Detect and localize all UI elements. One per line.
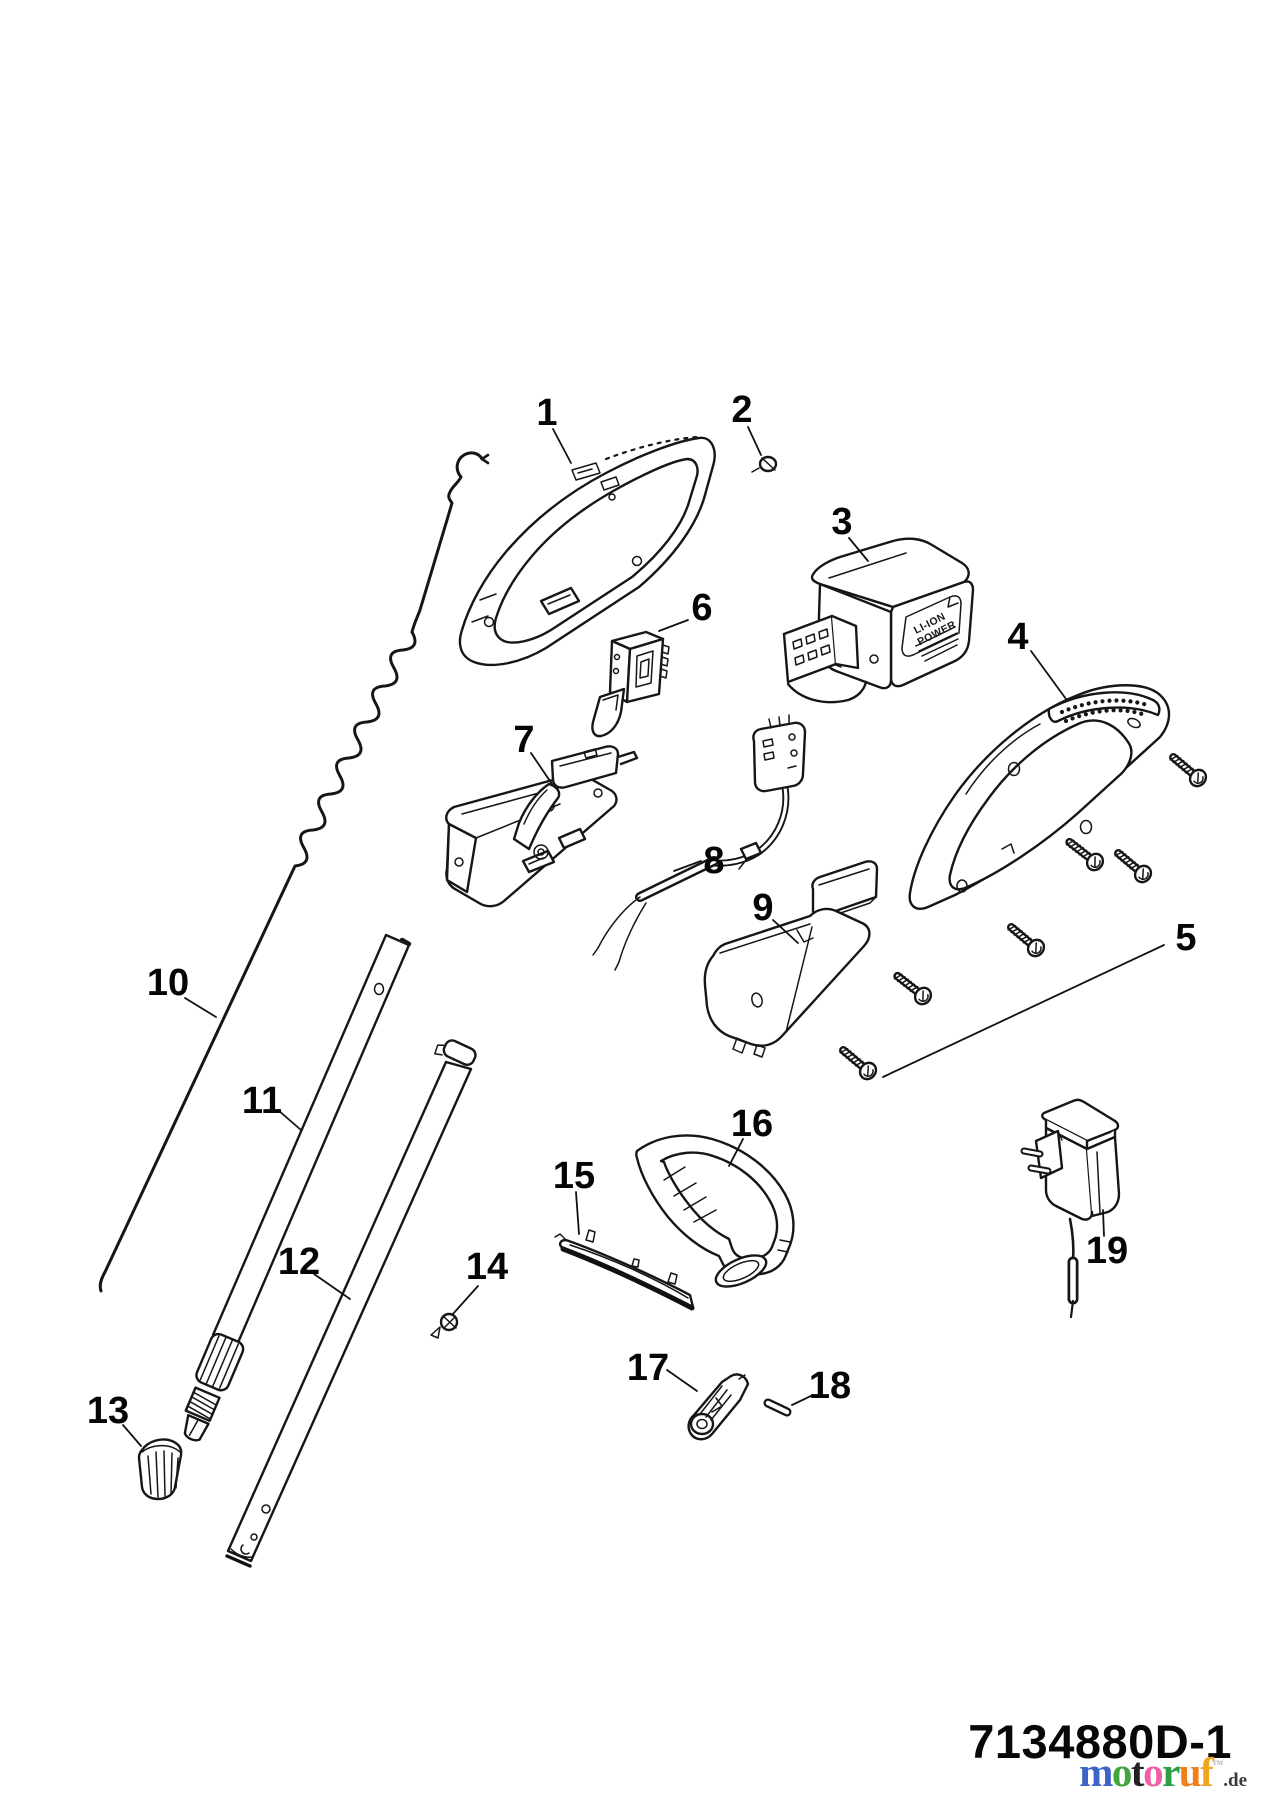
part-18-pin <box>763 1398 792 1417</box>
callout-12: 12 <box>277 1241 321 1283</box>
callout-17: 17 <box>626 1347 670 1389</box>
callout-leader-lines <box>122 426 1165 1447</box>
part-8-cable-assembly <box>592 714 807 971</box>
logo-letter: f <box>1200 1749 1214 1795</box>
part-6-switch <box>591 630 670 738</box>
callout-6: 6 <box>691 587 713 629</box>
callout-7: 7 <box>513 719 535 761</box>
part-1-upper-housing-half <box>458 435 716 667</box>
part-4-handle-housing-half <box>908 684 1171 910</box>
logo-trademark: ™ <box>1212 1759 1224 1771</box>
motoruf-logo: motoruf™.de <box>1079 1752 1247 1793</box>
logo-letter: r <box>1162 1749 1180 1795</box>
callout-1: 1 <box>536 392 558 434</box>
callout-11: 11 <box>241 1080 283 1122</box>
callout-3: 3 <box>831 501 853 543</box>
part-11-upper-shaft-tube <box>183 933 412 1442</box>
callout-19: 19 <box>1085 1230 1129 1272</box>
part-19-charger <box>1020 1098 1121 1319</box>
part-14-screw <box>430 1312 459 1339</box>
callout-13: 13 <box>86 1390 130 1432</box>
part-7-trigger-assembly <box>445 745 639 908</box>
logo-letter: o <box>1111 1749 1133 1795</box>
part-15-cover-strip <box>554 1229 695 1311</box>
part-9-battery-holder <box>703 860 879 1058</box>
part-16-loop-handle <box>635 1134 795 1288</box>
callout-15: 15 <box>552 1155 596 1197</box>
logo-letter: u <box>1178 1749 1202 1795</box>
callout-18: 18 <box>808 1365 852 1407</box>
logo-letter: o <box>1143 1749 1164 1795</box>
callout-8: 8 <box>703 840 725 882</box>
callout-4: 4 <box>1007 616 1029 658</box>
part-2-screw <box>751 455 778 473</box>
callout-16: 16 <box>730 1103 774 1145</box>
logo-tld: .de <box>1223 1770 1247 1791</box>
logo-letter: t <box>1130 1749 1145 1795</box>
callout-10: 10 <box>146 962 190 1004</box>
callout-2: 2 <box>731 389 753 431</box>
part-3-battery-pack: LI-ION POWER <box>782 537 975 704</box>
part-10-control-cable <box>98 451 490 1293</box>
logo-letter: m <box>1079 1749 1113 1795</box>
part-12-lower-shaft-tube <box>225 1039 477 1568</box>
callout-9: 9 <box>752 887 774 929</box>
document-number: 7134880D-1 <box>968 1715 1232 1768</box>
callout-5: 5 <box>1175 917 1197 959</box>
callout-14: 14 <box>465 1246 509 1288</box>
part-17-clip <box>687 1373 750 1441</box>
part-13-locking-knob <box>137 1438 183 1501</box>
